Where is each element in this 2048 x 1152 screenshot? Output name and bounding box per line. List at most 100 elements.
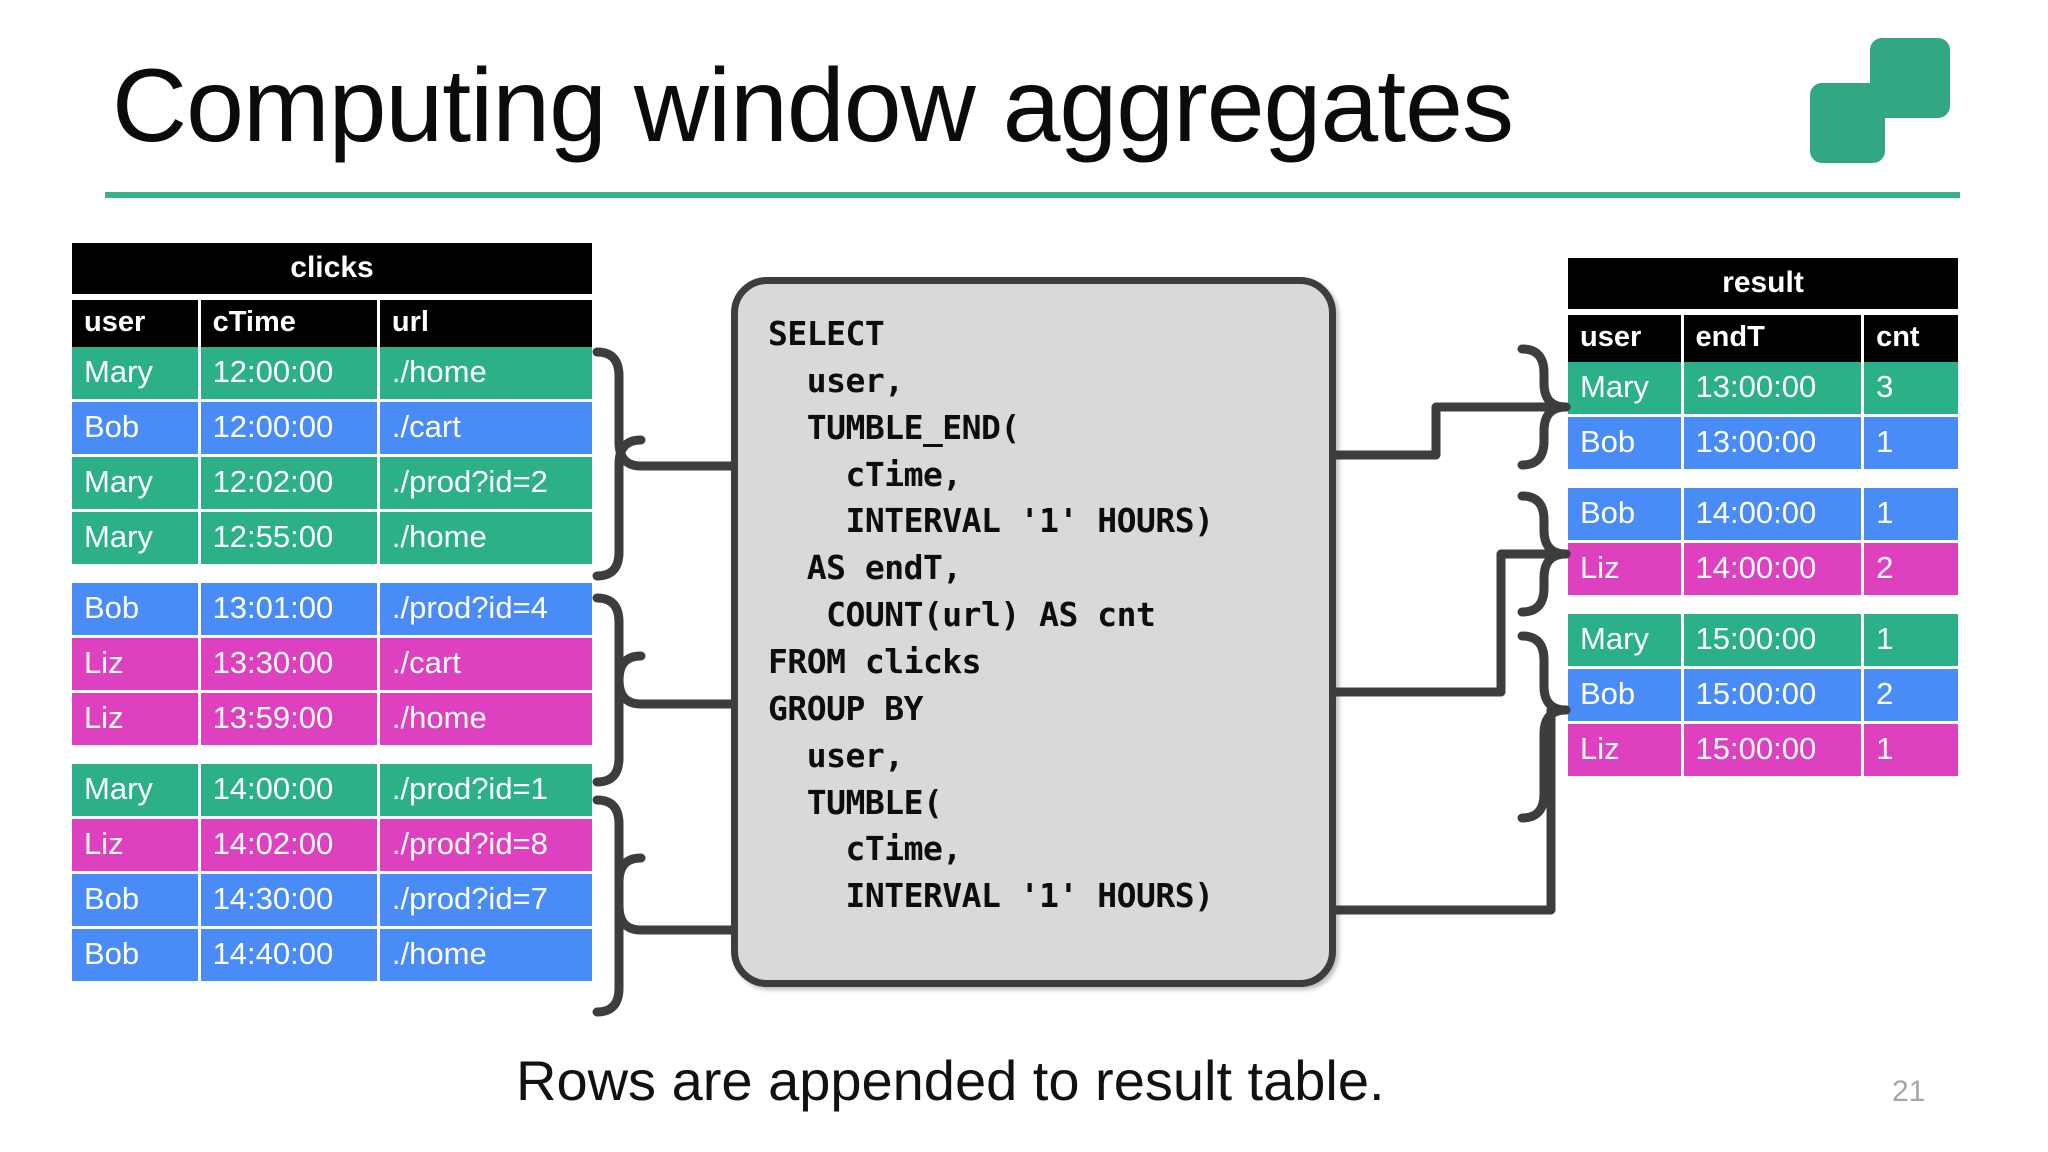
result-cell-user: Liz <box>1568 543 1684 598</box>
connector-right-group-1 <box>1331 402 1571 460</box>
result-column-header-cnt: cnt <box>1864 315 1958 362</box>
clicks-cell-ctime: 13:59:00 <box>200 693 380 748</box>
clicks-cell-url: ./cart <box>379 402 592 457</box>
clicks-cell-user: Mary <box>72 347 201 402</box>
clicks-cell-ctime: 14:30:00 <box>200 874 380 929</box>
clicks-cell-url: ./home <box>379 347 592 402</box>
result-group-spacer <box>1568 598 1958 614</box>
clicks-cell-ctime: 12:55:00 <box>200 512 380 567</box>
result-cell-cnt: 2 <box>1864 543 1958 598</box>
clicks-cell-ctime: 13:01:00 <box>200 583 380 638</box>
clicks-cell-ctime: 12:02:00 <box>200 457 380 512</box>
clicks-cell-url: ./home <box>379 693 592 748</box>
clicks-cell-ctime: 14:00:00 <box>200 764 380 819</box>
result-cell-cnt: 1 <box>1864 488 1958 543</box>
result-group-spacer <box>1568 472 1958 488</box>
logo-square-bottom <box>1810 83 1885 163</box>
clicks-column-header-ctime: cTime <box>200 300 380 347</box>
clicks-cell-user: Liz <box>72 819 201 874</box>
result-cell-user: Bob <box>1568 669 1684 724</box>
brand-logo <box>1810 38 1950 163</box>
sql-query-text: SELECT user, TUMBLE_END( cTime, INTERVAL… <box>768 314 1214 916</box>
clicks-cell-user: Mary <box>72 457 201 512</box>
page-title: Computing window aggregates <box>112 48 1514 164</box>
result-cell-user: Mary <box>1568 362 1684 417</box>
page-number: 21 <box>1892 1075 1926 1108</box>
clicks-cell-user: Mary <box>72 512 201 567</box>
clicks-cell-url: ./prod?id=4 <box>379 583 592 638</box>
title-underline-rule <box>105 192 1960 198</box>
clicks-cell-url: ./prod?id=1 <box>379 764 592 819</box>
clicks-cell-url: ./cart <box>379 638 592 693</box>
result-cell-cnt: 1 <box>1864 417 1958 472</box>
clicks-cell-ctime: 12:00:00 <box>200 347 380 402</box>
clicks-title-row: clicks <box>72 243 592 294</box>
result-cell-endt: 15:00:00 <box>1683 669 1865 724</box>
clicks-cell-user: Liz <box>72 693 201 748</box>
result-title-gap <box>1568 309 1958 315</box>
clicks-cell-url: ./prod?id=2 <box>379 457 592 512</box>
result-title: result <box>1568 258 1958 309</box>
result-cell-endt: 15:00:00 <box>1683 724 1865 779</box>
result-cell-cnt: 1 <box>1864 724 1958 779</box>
connector-right-group-2 <box>1331 549 1571 697</box>
result-cell-cnt: 1 <box>1864 614 1958 669</box>
result-cell-cnt: 3 <box>1864 362 1958 417</box>
clicks-cell-url: ./prod?id=8 <box>379 819 592 874</box>
result-cell-user: Mary <box>1568 614 1684 669</box>
clicks-cell-user: Bob <box>72 583 201 638</box>
clicks-cell-user: Bob <box>72 929 201 984</box>
connector-left-group-2 <box>592 593 736 709</box>
footer-note: Rows are appended to result table. <box>516 1049 1385 1112</box>
clicks-cell-user: Bob <box>72 402 201 457</box>
clicks-group-spacer <box>72 567 592 583</box>
connector-left-group-3 <box>592 795 736 935</box>
clicks-cell-user: Bob <box>72 874 201 929</box>
result-cell-endt: 13:00:00 <box>1683 417 1865 472</box>
clicks-cell-ctime: 12:00:00 <box>200 402 380 457</box>
clicks-cell-ctime: 14:40:00 <box>200 929 380 984</box>
clicks-cell-url: ./home <box>379 512 592 567</box>
clicks-cell-url: ./home <box>379 929 592 984</box>
result-cell-cnt: 2 <box>1864 669 1958 724</box>
connector-left-group-1 <box>592 347 736 471</box>
clicks-title: clicks <box>72 243 592 294</box>
clicks-cell-user: Mary <box>72 764 201 819</box>
clicks-column-header-url: url <box>379 300 592 347</box>
clicks-group-spacer <box>72 748 592 764</box>
result-column-header-endt: endT <box>1683 315 1865 362</box>
result-title-row: result <box>1568 258 1958 309</box>
clicks-cell-url: ./prod?id=7 <box>379 874 592 929</box>
result-cell-user: Bob <box>1568 488 1684 543</box>
result-cell-endt: 15:00:00 <box>1683 614 1865 669</box>
clicks-cell-user: Liz <box>72 638 201 693</box>
result-cell-user: Liz <box>1568 724 1684 779</box>
clicks-title-gap <box>72 294 592 300</box>
clicks-column-header-user: user <box>72 300 201 347</box>
connector-right-group-3 <box>1331 705 1571 915</box>
result-column-header-user: user <box>1568 315 1684 362</box>
sql-query-box: SELECT user, TUMBLE_END( cTime, INTERVAL… <box>731 277 1336 987</box>
